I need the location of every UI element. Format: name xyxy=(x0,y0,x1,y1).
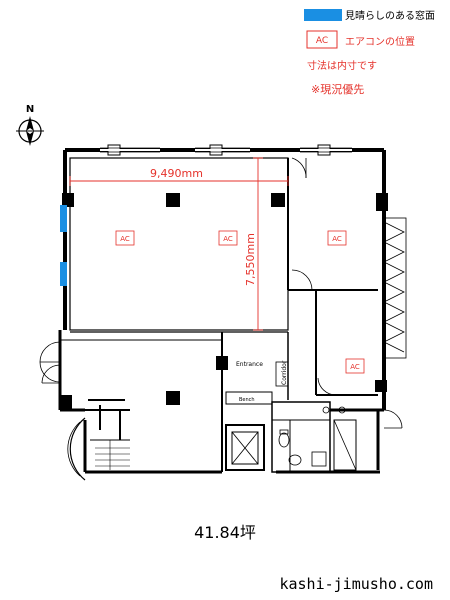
north-label: N xyxy=(26,104,34,115)
height-dimension: 7,550mm xyxy=(244,233,257,286)
corridor-label: Corridor xyxy=(281,360,288,385)
bench-label: Bench xyxy=(239,397,255,403)
site-name: kashi-jimusho.com xyxy=(279,575,433,593)
window-legend-label: 見晴らしのある窓面 xyxy=(345,9,435,22)
floor-area: 41.84坪 xyxy=(194,523,256,542)
view-window-left-upper xyxy=(60,205,67,232)
right-lower-door xyxy=(383,409,403,429)
top-windows xyxy=(100,144,352,156)
ac-unit-1: AC xyxy=(115,230,135,246)
ac-unit-1-label: AC xyxy=(120,235,130,243)
ac-legend-symbol xyxy=(306,30,338,49)
ac-unit-2: AC xyxy=(218,230,238,246)
ac-unit-3: AC xyxy=(327,230,347,246)
width-dimension-line xyxy=(69,176,289,186)
window-legend-swatch xyxy=(304,9,342,21)
priority-note: ※現況優先 xyxy=(311,82,364,96)
north-arrow: N xyxy=(16,104,44,146)
ac-legend-symbol-text: AC xyxy=(316,36,328,46)
ac-unit-4: AC xyxy=(345,358,365,374)
left-entry-doors xyxy=(39,341,61,384)
ac-unit-3-label: AC xyxy=(332,235,342,243)
entrance-label: Entrance xyxy=(236,361,263,368)
staircase xyxy=(67,399,130,481)
ac-legend-label: エアコンの位置 xyxy=(345,35,415,48)
inner-dimension-note: 寸法は内寸です xyxy=(307,59,377,72)
columns xyxy=(60,193,388,409)
toilet-fixtures xyxy=(278,406,346,467)
view-window-left-lower xyxy=(60,262,67,286)
interior-walls xyxy=(60,157,378,473)
height-dimension-line xyxy=(253,157,263,331)
width-dimension: 9,490mm xyxy=(150,167,203,180)
right-window-panels xyxy=(383,217,407,359)
ac-unit-4-label: AC xyxy=(350,363,360,371)
ac-unit-2-label: AC xyxy=(223,235,233,243)
